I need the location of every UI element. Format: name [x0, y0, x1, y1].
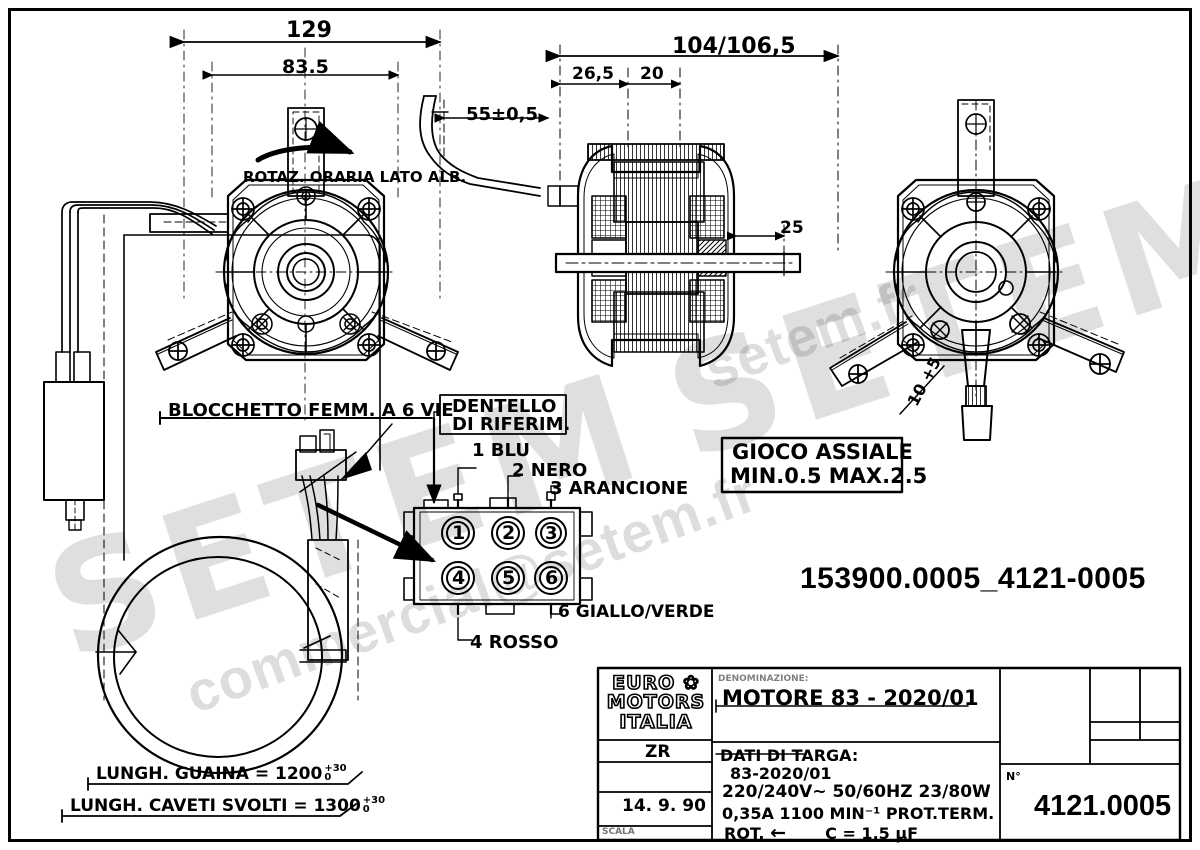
plate-current: 0,35A 1100 MIN⁻¹ PROT.TERM.: [722, 804, 995, 823]
terminal-4-number: 4: [452, 567, 466, 589]
logo-mark-icon: ❀: [682, 672, 700, 694]
rotation-arrow-icon: ←: [770, 822, 786, 844]
note-sheath-length: LUNGH. GUAINA = 1200 +30 0: [96, 763, 347, 785]
plate-voltage: 220/240V~ 50/60HZ 23/80W: [722, 782, 991, 802]
dimension-overall-width: 129: [286, 18, 332, 43]
logo-line3: ITALIA: [619, 710, 693, 733]
dimension-segment-b: 20: [640, 64, 664, 84]
logo-line1: EURO: [611, 672, 676, 694]
title-field-value: MOTORE 83 - 2020/01: [722, 686, 979, 710]
terminal-3-number: 3: [545, 523, 558, 544]
note-axial-play-line1: GIOCO ASSIALE: [732, 440, 913, 464]
plate-capacitor: C = 1,5 µF: [825, 824, 919, 843]
drawing-number-label: N°: [1006, 770, 1021, 783]
drawn-by-value: ZR: [645, 742, 671, 762]
cable-tol-lower: 0: [362, 804, 370, 815]
plate-heading: DATI DI TARGA:: [720, 746, 859, 765]
drawing-frame: [8, 8, 1192, 842]
note-keying-line1: DENTELLO: [452, 396, 557, 417]
plate-model: 83-2020/01: [730, 764, 832, 783]
dimension-mounting-width: 83.5: [282, 56, 329, 78]
sheath-tol-upper: +30: [324, 763, 347, 774]
wire-label-4-rosso: 4 ROSSO: [470, 632, 559, 653]
scale-label: SCALA: [602, 827, 635, 837]
cable-tol-upper: +30: [362, 795, 386, 806]
part-number-large: 153900.0005_4121-0005: [800, 562, 1146, 595]
sheath-tol-lower: 0: [324, 772, 332, 783]
dimension-bracket-offset: 55±0,5: [466, 104, 539, 125]
drawing-date: 14. 9. 90: [622, 796, 706, 816]
logo-line2: MOTORS: [606, 691, 706, 714]
terminal-6-number: 6: [545, 567, 559, 589]
wire-label-6-giallo-verde: 6 GIALLO/VERDE: [558, 602, 715, 622]
dimension-shaft-step: 25: [780, 218, 804, 238]
terminal-5-number: 5: [502, 567, 516, 589]
plate-rotation-label: ROT.: [724, 824, 765, 843]
wire-label-3-arancione: 3 ARANCIONE: [550, 478, 689, 499]
dimension-segment-a: 26,5: [572, 64, 614, 84]
note-connector-block: BLOCCHETTO FEMM. A 6 VIE: [168, 400, 454, 421]
plate-rotation: ROT. ← C = 1,5 µF: [724, 822, 918, 844]
note-rotation-direction: ROTAZ. ORARIA LATO ALB.: [243, 168, 467, 186]
dimension-body-length: 104/106,5: [672, 34, 796, 59]
terminal-1-number: 1: [452, 522, 466, 544]
company-logo: EURO ❀ MOTORS ITALIA: [604, 672, 708, 733]
note-axial-play-line2: MIN.0.5 MAX.2.5: [730, 464, 928, 488]
wire-label-1-blu: 1 BLU: [472, 440, 530, 461]
drawing-number-value: 4121.0005: [1034, 790, 1172, 822]
note-keying-line2: DI RIFERIM.: [452, 414, 571, 435]
wire-label-2-nero: 2 NERO: [512, 460, 588, 481]
title-field-label: DENOMINAZIONE:: [718, 674, 809, 684]
terminal-2-number: 2: [502, 522, 516, 544]
note-cable-length: LUNGH. CAVETI SVOLTI = 1300 +30 0: [70, 795, 386, 817]
